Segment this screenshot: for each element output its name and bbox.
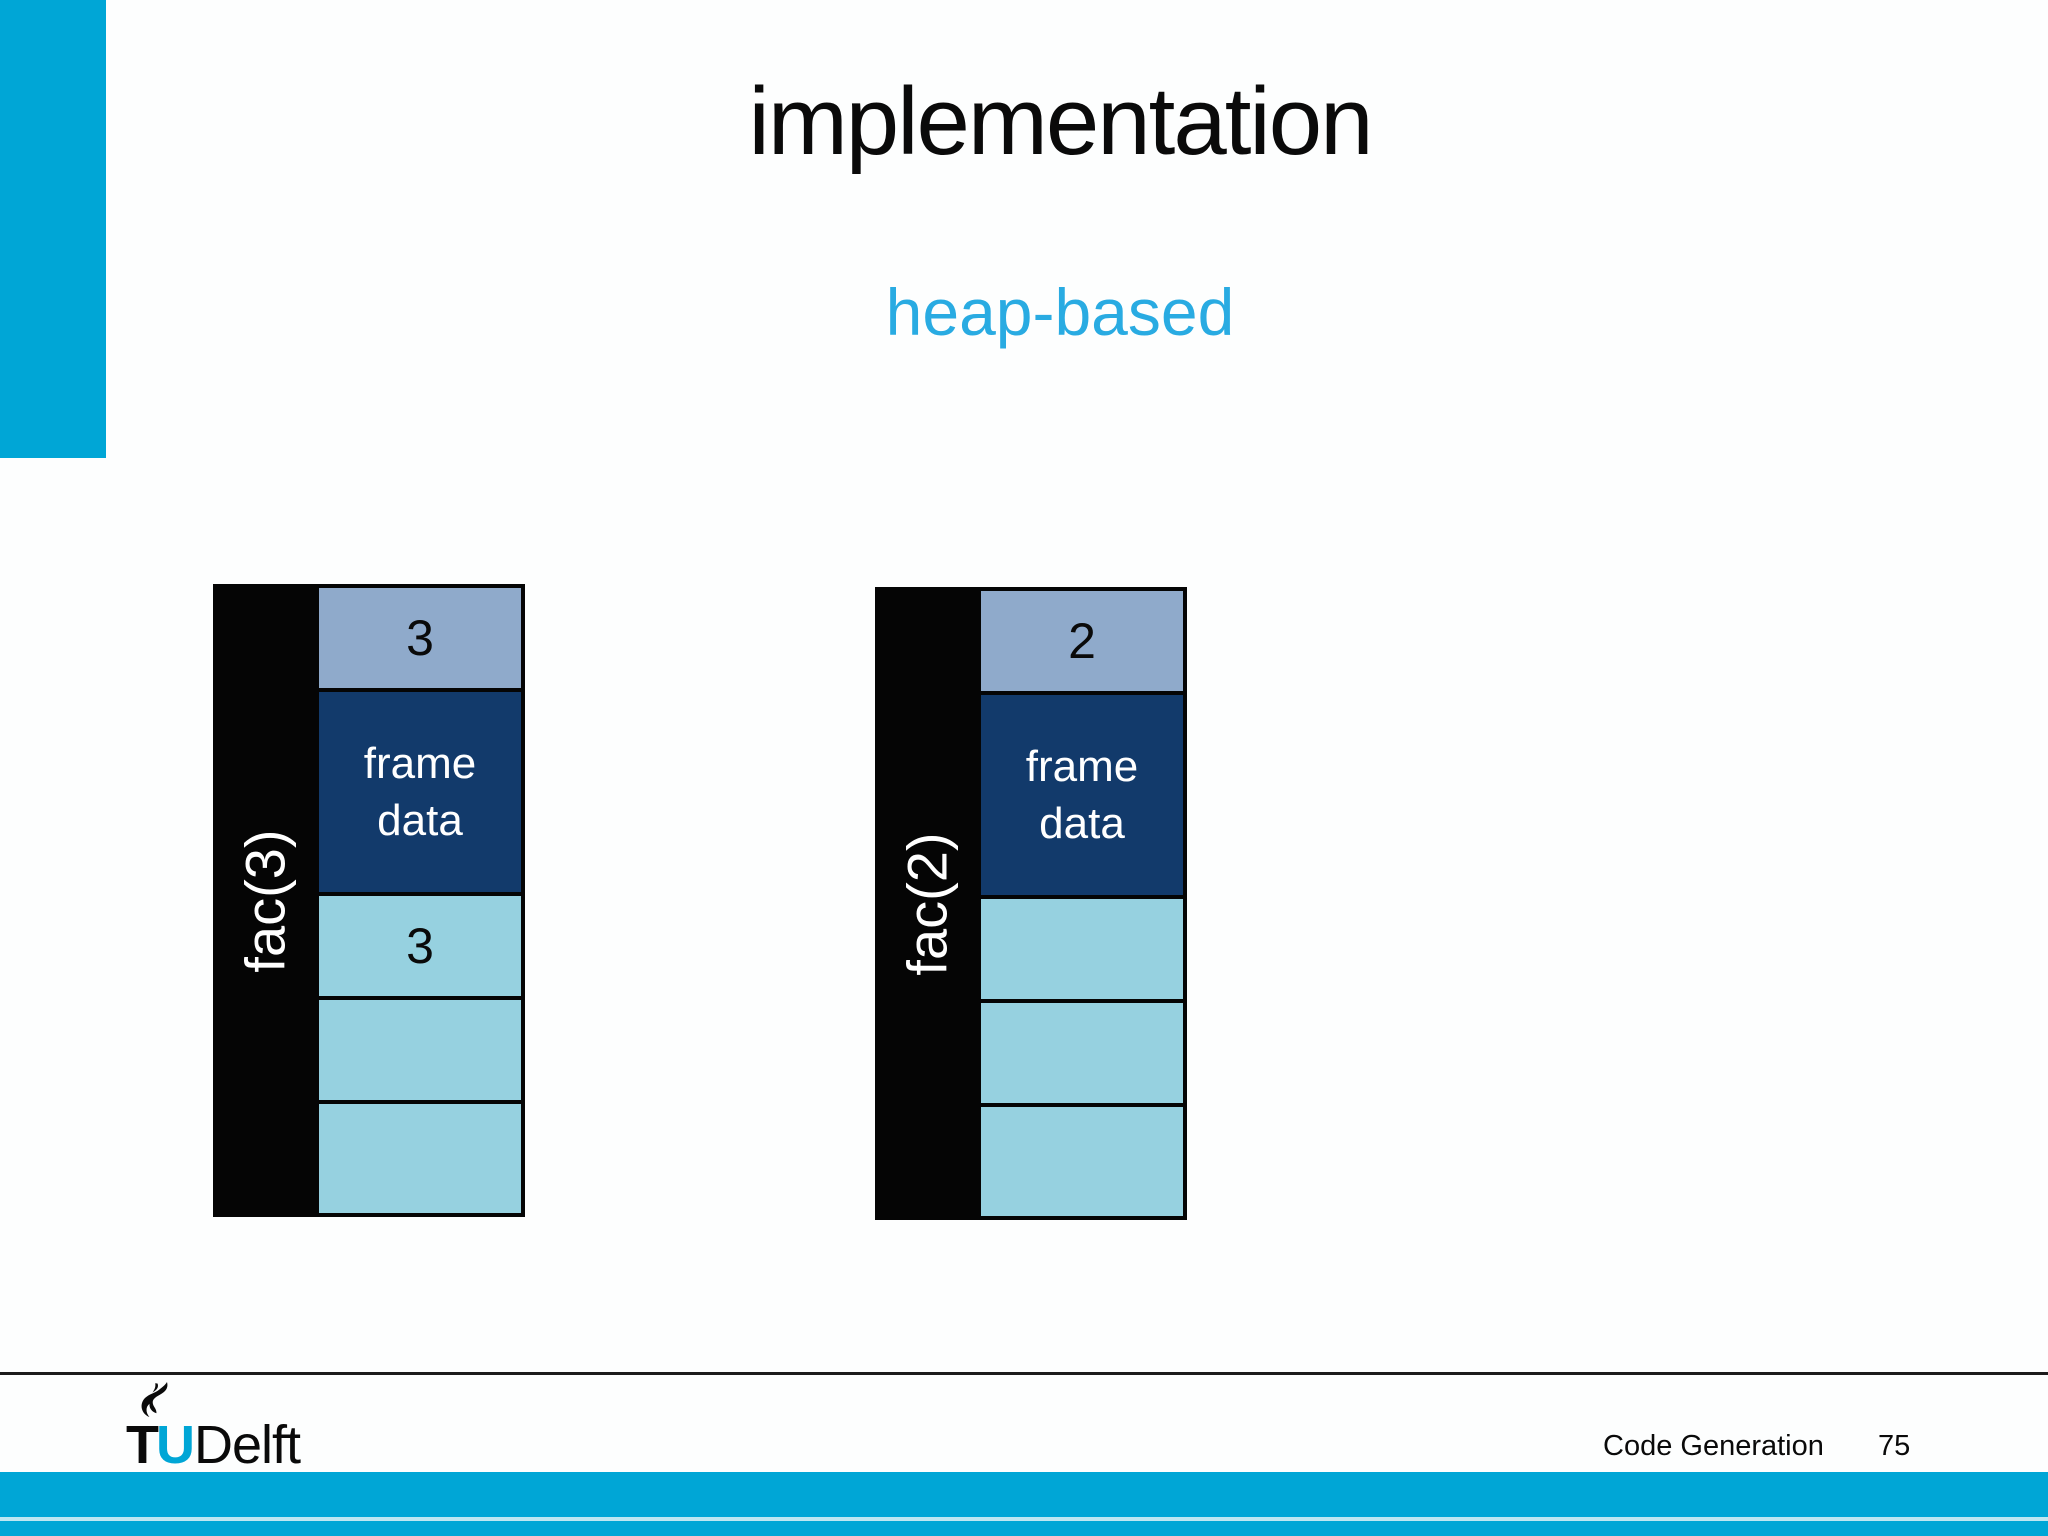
slide-title: implementation [748, 68, 1374, 175]
stack-cell-slot [319, 1000, 521, 1100]
stack-cell-arg: 2 [981, 591, 1183, 691]
stack-cell-slot [981, 899, 1183, 999]
footer-course-name: Code Generation [1603, 1430, 1824, 1462]
stack-cell-arg: 3 [319, 588, 521, 688]
stack-label: fac(3) [234, 828, 297, 973]
footer-divider [0, 1372, 2048, 1375]
footer-page-number: 75 [1878, 1430, 1911, 1462]
logo-word-delft: Delft [194, 1415, 301, 1475]
slide-subtitle: heap-based [885, 275, 1235, 349]
flame-icon [141, 1382, 168, 1417]
footer-accent-band [0, 1472, 2048, 1536]
stack-cell-frame-data: frame data [981, 695, 1183, 895]
stack-cell-slot [981, 1107, 1183, 1216]
stack-cells: 2 frame data [981, 587, 1187, 1220]
left-accent-bar [0, 0, 106, 458]
stack-cell-slot: 3 [319, 896, 521, 996]
logo-letter-t: T [126, 1415, 159, 1475]
stack-cell-slot [981, 1003, 1183, 1103]
tu-delft-logo: TUDelft [126, 1382, 386, 1472]
tu-delft-logotype: TUDelft [126, 1415, 301, 1475]
stack-label-bar: fac(3) [213, 584, 319, 1217]
footer-accent-band-separator [0, 1517, 2048, 1521]
stack-label: fac(2) [896, 831, 959, 976]
stack-cells: 3 frame data 3 [319, 584, 525, 1217]
logo-letter-u: U [156, 1415, 195, 1475]
stack-cell-frame-data: frame data [319, 692, 521, 892]
stack-diagram-fac2: fac(2) 2 frame data [875, 587, 1187, 1220]
stack-label-bar: fac(2) [875, 587, 981, 1220]
stack-diagram-fac3: fac(3) 3 frame data 3 [213, 584, 525, 1217]
stack-cell-slot [319, 1104, 521, 1213]
